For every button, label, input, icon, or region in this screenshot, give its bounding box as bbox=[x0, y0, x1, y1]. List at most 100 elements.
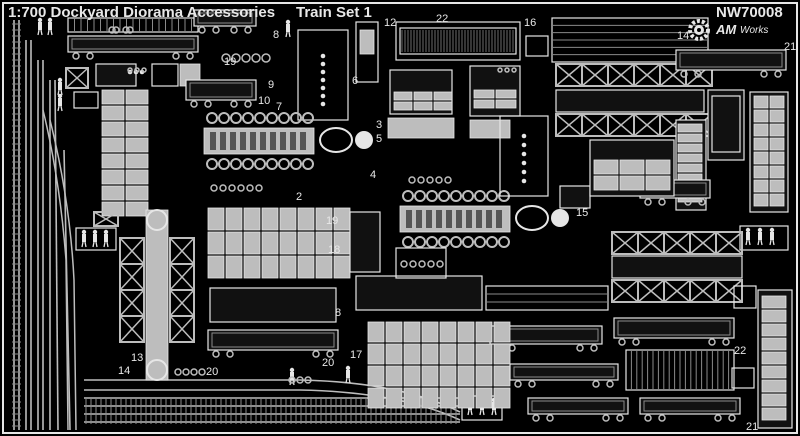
figure-body bbox=[58, 98, 62, 106]
grid-panel bbox=[473, 99, 495, 109]
grid-panel bbox=[645, 175, 671, 191]
engine-ring bbox=[474, 236, 486, 248]
grid-panel bbox=[473, 89, 495, 99]
wagon-deck bbox=[559, 185, 591, 209]
part-number: 14 bbox=[118, 365, 131, 377]
grid-panel bbox=[207, 231, 225, 255]
truss-border bbox=[715, 279, 743, 303]
figure-leg bbox=[494, 409, 497, 416]
figure-leg bbox=[40, 29, 43, 36]
engine-cylinder bbox=[260, 132, 266, 150]
figure-leg bbox=[470, 409, 473, 416]
wheel bbox=[514, 380, 522, 388]
wagon-inner bbox=[617, 320, 731, 336]
wheel bbox=[122, 26, 130, 34]
grid-panel bbox=[769, 137, 785, 151]
grid-panel bbox=[315, 231, 333, 255]
rivet-dot bbox=[320, 53, 326, 59]
wagon-deck bbox=[67, 35, 199, 53]
engine-assembly bbox=[399, 190, 569, 248]
engine-ring bbox=[254, 158, 266, 170]
engine-ring bbox=[266, 158, 278, 170]
truss-frame bbox=[633, 113, 661, 137]
grid-panel bbox=[457, 343, 475, 365]
grid-panel bbox=[367, 387, 385, 409]
engine-ring bbox=[230, 158, 242, 170]
grid-panel bbox=[125, 185, 149, 201]
wheel bbox=[127, 67, 133, 73]
figure-body bbox=[58, 82, 62, 90]
truss-frame bbox=[65, 67, 89, 89]
engine-ring bbox=[266, 112, 278, 124]
part-outline bbox=[73, 91, 99, 109]
wheel bbox=[112, 26, 120, 34]
engine-ring bbox=[426, 236, 438, 248]
grid-panel bbox=[677, 123, 703, 133]
figure-body bbox=[48, 22, 52, 30]
grid-panel bbox=[413, 101, 433, 111]
figure-leg bbox=[81, 241, 84, 248]
truss-frame bbox=[663, 231, 691, 255]
figure-head bbox=[285, 19, 291, 25]
wheel bbox=[255, 184, 263, 192]
grid-panel bbox=[297, 207, 315, 231]
wheel bbox=[172, 52, 180, 60]
grid-panel bbox=[493, 321, 511, 343]
grid-panel bbox=[125, 121, 149, 137]
wagon-deck bbox=[185, 79, 257, 101]
figure-head bbox=[47, 17, 53, 23]
truss-diagonal bbox=[663, 231, 691, 255]
grid-panel bbox=[367, 321, 385, 343]
grid-panel bbox=[761, 407, 787, 421]
engine-cylinder bbox=[250, 132, 256, 150]
engine-ring bbox=[498, 236, 510, 248]
figure-leg bbox=[491, 409, 494, 416]
rivet-dot bbox=[521, 133, 527, 139]
engine-ring bbox=[278, 112, 290, 124]
grid-panel bbox=[393, 91, 413, 101]
tower-cap bbox=[146, 359, 168, 381]
engine-cylinder bbox=[290, 132, 296, 150]
figure bbox=[345, 365, 351, 384]
grid-panel bbox=[413, 91, 433, 101]
engine-cylinder bbox=[476, 210, 482, 228]
wheel bbox=[606, 380, 614, 388]
truss-diagonal bbox=[663, 279, 691, 303]
wagon-deck bbox=[349, 211, 381, 273]
wagon-deck bbox=[193, 9, 257, 27]
figure bbox=[92, 229, 98, 248]
grid-panel bbox=[475, 321, 493, 343]
truss-diagonal bbox=[169, 315, 195, 343]
wheel bbox=[722, 338, 730, 346]
wheel bbox=[618, 338, 626, 346]
grid-panel bbox=[457, 365, 475, 387]
truss-diagonal bbox=[169, 263, 195, 291]
metal-panel bbox=[387, 117, 455, 139]
figure-leg bbox=[285, 31, 288, 38]
grid-panel bbox=[225, 231, 243, 255]
grid-panel bbox=[457, 387, 475, 409]
grid-panel bbox=[593, 159, 619, 175]
engine-ring bbox=[462, 190, 474, 202]
wheel bbox=[288, 376, 296, 384]
figure-body bbox=[286, 24, 290, 32]
figure-head bbox=[345, 365, 351, 371]
grid-panel bbox=[769, 179, 785, 193]
truss-frame bbox=[637, 231, 665, 255]
part-number: 7 bbox=[276, 101, 283, 113]
engine-ring bbox=[302, 112, 314, 124]
grid-panel bbox=[475, 365, 493, 387]
wheel bbox=[312, 350, 320, 358]
tower-panel bbox=[145, 209, 169, 381]
rivet-dot bbox=[320, 69, 326, 75]
wheel bbox=[108, 26, 116, 34]
figure-leg bbox=[60, 105, 63, 112]
truss-diagonal bbox=[637, 279, 665, 303]
grid-panel bbox=[243, 231, 261, 255]
rivet-dot bbox=[139, 69, 145, 75]
slatted-panel bbox=[551, 17, 709, 63]
wagon-deck bbox=[355, 275, 483, 311]
figure-leg bbox=[37, 29, 40, 36]
wheel bbox=[241, 53, 251, 63]
